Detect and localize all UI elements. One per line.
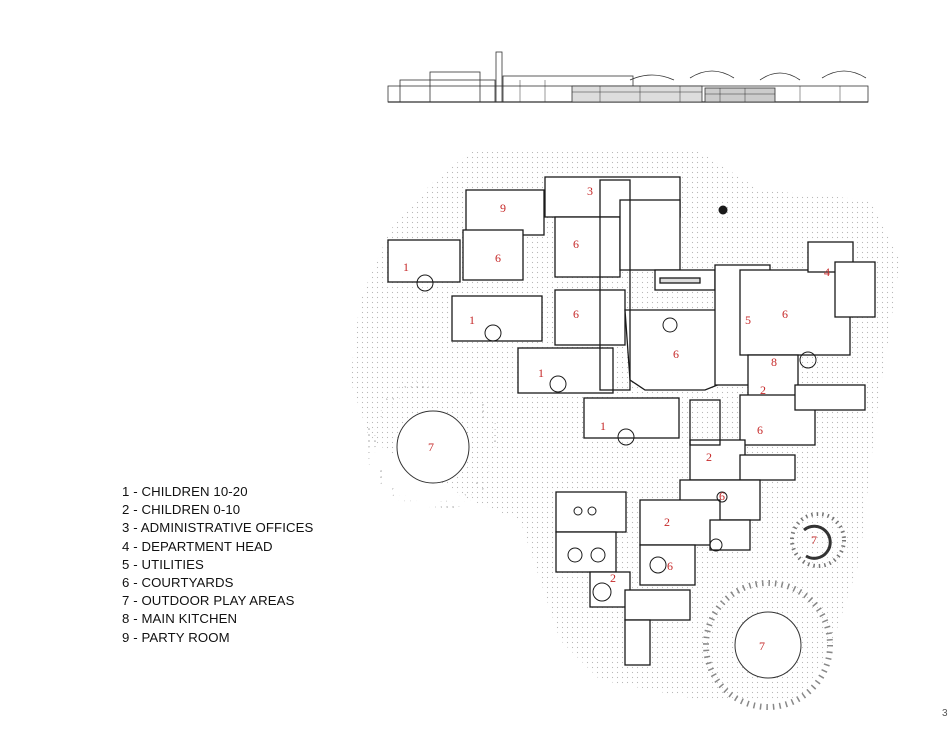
zone-label-young-b: 2: [706, 450, 712, 464]
zone-label-children-b: 1: [469, 313, 475, 327]
legend-item-utilities: 5 - UTILITIES: [122, 556, 204, 572]
elevation-drawing: [387, 51, 869, 103]
zone-label-play-c: 7: [759, 639, 765, 653]
zone-label-court-east: 6: [782, 307, 788, 321]
zone-label-children-d: 1: [600, 419, 606, 433]
zone-label-court-se1: 6: [757, 423, 763, 437]
legend-item-children-10-20: 1 - CHILDREN 10-20: [122, 484, 248, 499]
zone-label-court-center: 6: [673, 347, 679, 361]
zone-label-court-west: 6: [495, 251, 501, 265]
legend-item-courtyards: 6 - COURTYARDS: [122, 575, 234, 591]
legend-item-department-head: 4 - DEPARTMENT HEAD: [122, 538, 273, 554]
round-pods: [416, 205, 817, 602]
zone-label-admin: 3: [587, 184, 593, 198]
zone-label-young-c: 2: [664, 515, 670, 529]
zone-label-court-a: 6: [573, 237, 579, 251]
legend-item-party-room: 9 - PARTY ROOM: [122, 629, 230, 645]
zone-label-party-room: 9: [500, 201, 506, 215]
corner-mark: 3: [942, 708, 948, 719]
zone-label-utilities: 5: [745, 313, 751, 327]
zone-label-children-a: 1: [403, 260, 409, 274]
zone-label-play-b: 7: [811, 533, 817, 547]
building-plan: [387, 176, 876, 666]
zone-label-young-d: 2: [610, 571, 616, 585]
zone-label-play-a: 7: [428, 440, 434, 454]
zone-labels: 9 3 6 6 6 6 6 6 6 6 6 1 1 1 1 1 2 2 2 2 …: [403, 184, 830, 653]
zone-label-court-se2: 6: [719, 489, 725, 503]
zone-label-children-c: 1: [538, 366, 544, 380]
zone-label-head: 4: [824, 265, 830, 279]
zone-label-court-south: 6: [667, 559, 673, 573]
zone-label-court-b: 6: [573, 307, 579, 321]
zone-label-young-a: 2: [760, 383, 766, 397]
plan-legend: 1 - CHILDREN 10-20 2 - CHILDREN 0-10 3 -…: [122, 483, 313, 647]
legend-item-children-0-10: 2 - CHILDREN 0-10: [122, 502, 241, 518]
legend-item-administrative-offices: 3 - ADMINISTRATIVE OFFICES: [122, 520, 314, 536]
legend-item-main-kitchen: 8 - MAIN KITCHEN: [122, 611, 238, 627]
zone-label-kitchen: 8: [771, 355, 777, 369]
legend-item-outdoor-play-areas: 7 - OUTDOOR PLAY AREAS: [122, 593, 295, 609]
play-area-rings: [366, 378, 846, 710]
